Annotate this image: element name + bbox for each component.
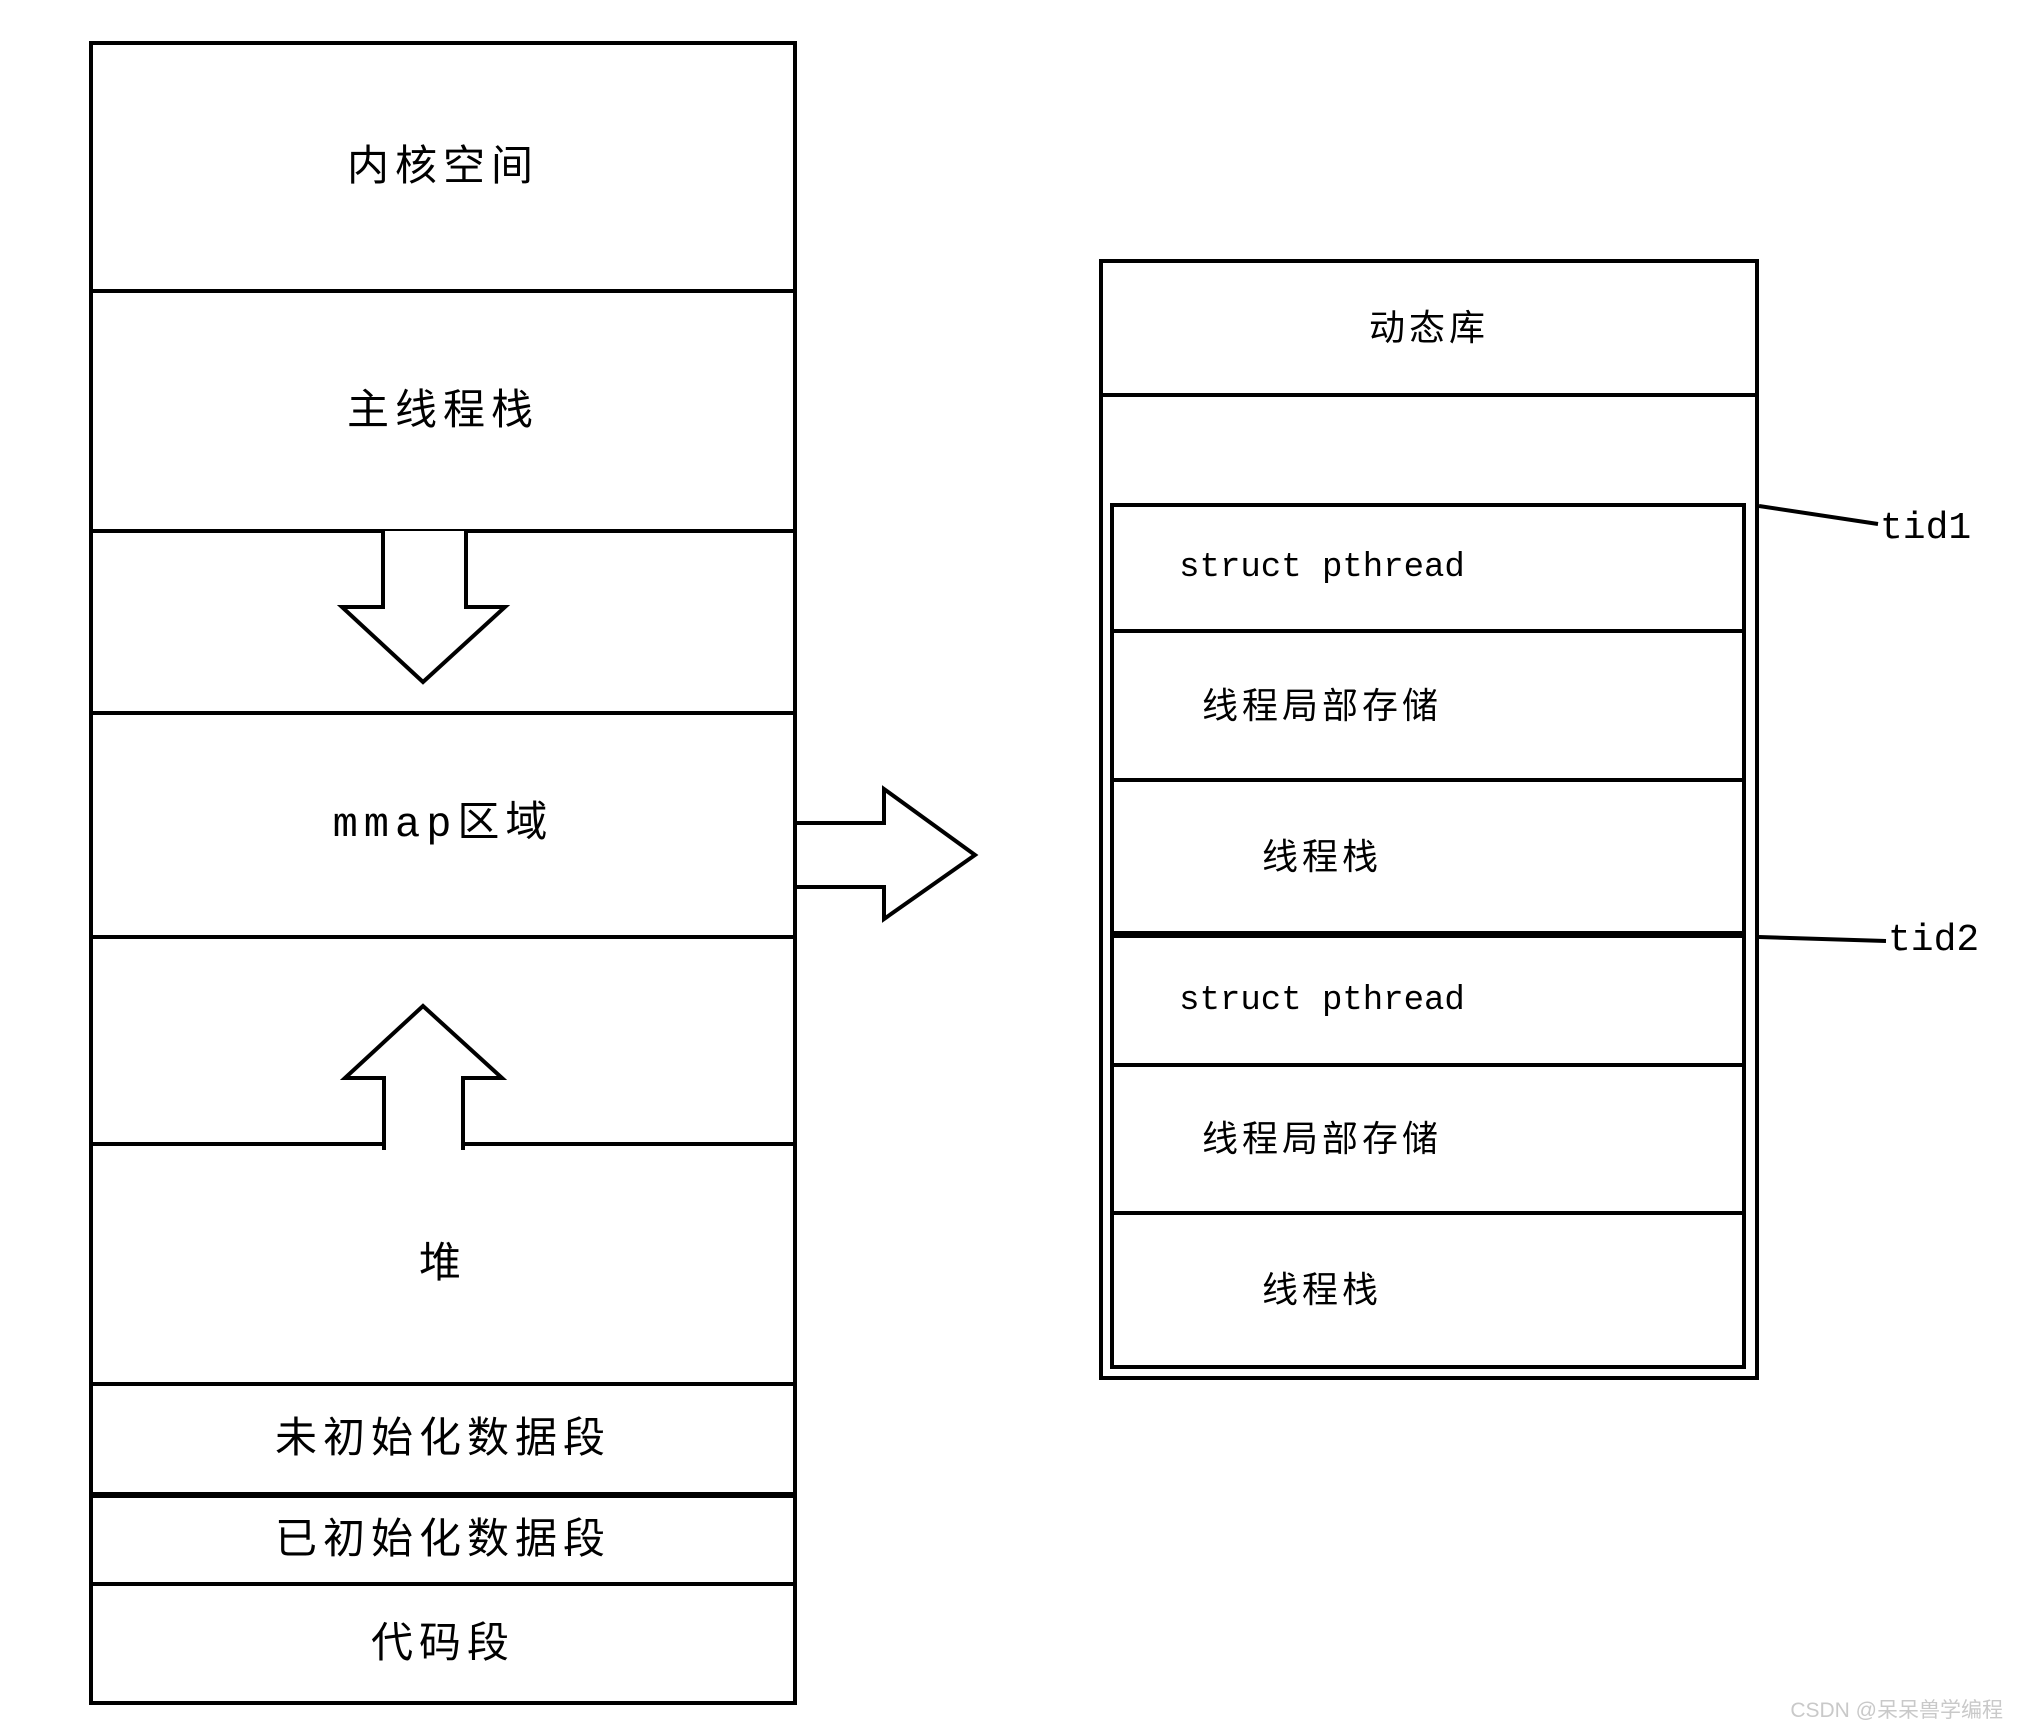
tid1-pointer-line — [1758, 504, 1879, 526]
main-thread-stack-label: 主线程栈 — [346, 388, 539, 434]
uninitialized-data-label: 未初始化数据段 — [274, 1416, 611, 1462]
thread1-local-storage-row: 线程局部存储 — [1114, 633, 1742, 782]
thread1-struct-pthread-row: struct pthread — [1114, 507, 1742, 633]
mmap-region-row: mmap区域 — [93, 715, 793, 939]
uninitialized-data-row: 未初始化数据段 — [93, 1386, 793, 1498]
tid2-pointer-line — [1758, 935, 1887, 943]
right-arrow-icon — [797, 785, 979, 923]
kernel-space-label: 内核空间 — [346, 144, 539, 190]
heap-label: 堆 — [418, 1241, 467, 1287]
thread1-stack-label: 线程栈 — [1261, 836, 1382, 877]
tid1-label: tid1 — [1880, 507, 1972, 550]
thread2-local-storage-label: 线程局部存储 — [1201, 1119, 1442, 1159]
thread1-struct-pthread-label: struct pthread — [1179, 549, 1465, 587]
mmap-region-label: mmap区域 — [332, 801, 554, 849]
thread2-local-storage-row: 线程局部存储 — [1114, 1067, 1742, 1215]
code-segment-row: 代码段 — [93, 1586, 793, 1701]
dynamic-library-label: 动态库 — [1368, 308, 1489, 348]
tid2-label: tid2 — [1888, 919, 1980, 962]
thread1-local-storage-label: 线程局部存储 — [1201, 685, 1442, 726]
initialized-data-label: 已初始化数据段 — [274, 1517, 611, 1563]
process-memory-box: 内核空间 主线程栈 mmap区域 堆 未初始化数据段 已初始化数据段 代码段 — [89, 41, 797, 1705]
heap-row: 堆 — [93, 1146, 793, 1386]
thread1-stack-row: 线程栈 — [1114, 782, 1742, 938]
initialized-data-row: 已初始化数据段 — [93, 1498, 793, 1586]
thread2-struct-pthread-label: struct pthread — [1179, 981, 1465, 1020]
csdn-watermark: CSDN @呆呆兽学编程 — [1790, 1699, 2003, 1722]
thread2-stack-label: 线程栈 — [1261, 1270, 1382, 1310]
stack-growth-row — [93, 533, 793, 715]
heap-growth-row — [93, 939, 793, 1146]
main-thread-stack-row: 主线程栈 — [93, 293, 793, 533]
thread-blocks-box: struct pthread 线程局部存储 线程栈 struct pthread… — [1110, 503, 1746, 1369]
dynamic-library-row: 动态库 — [1103, 263, 1755, 397]
thread2-struct-pthread-row: struct pthread — [1114, 938, 1742, 1067]
thread2-stack-row: 线程栈 — [1114, 1215, 1742, 1365]
thread-detail-box: 动态库 — [1099, 259, 1759, 1380]
kernel-space-row: 内核空间 — [93, 45, 793, 293]
code-segment-label: 代码段 — [370, 1620, 515, 1667]
